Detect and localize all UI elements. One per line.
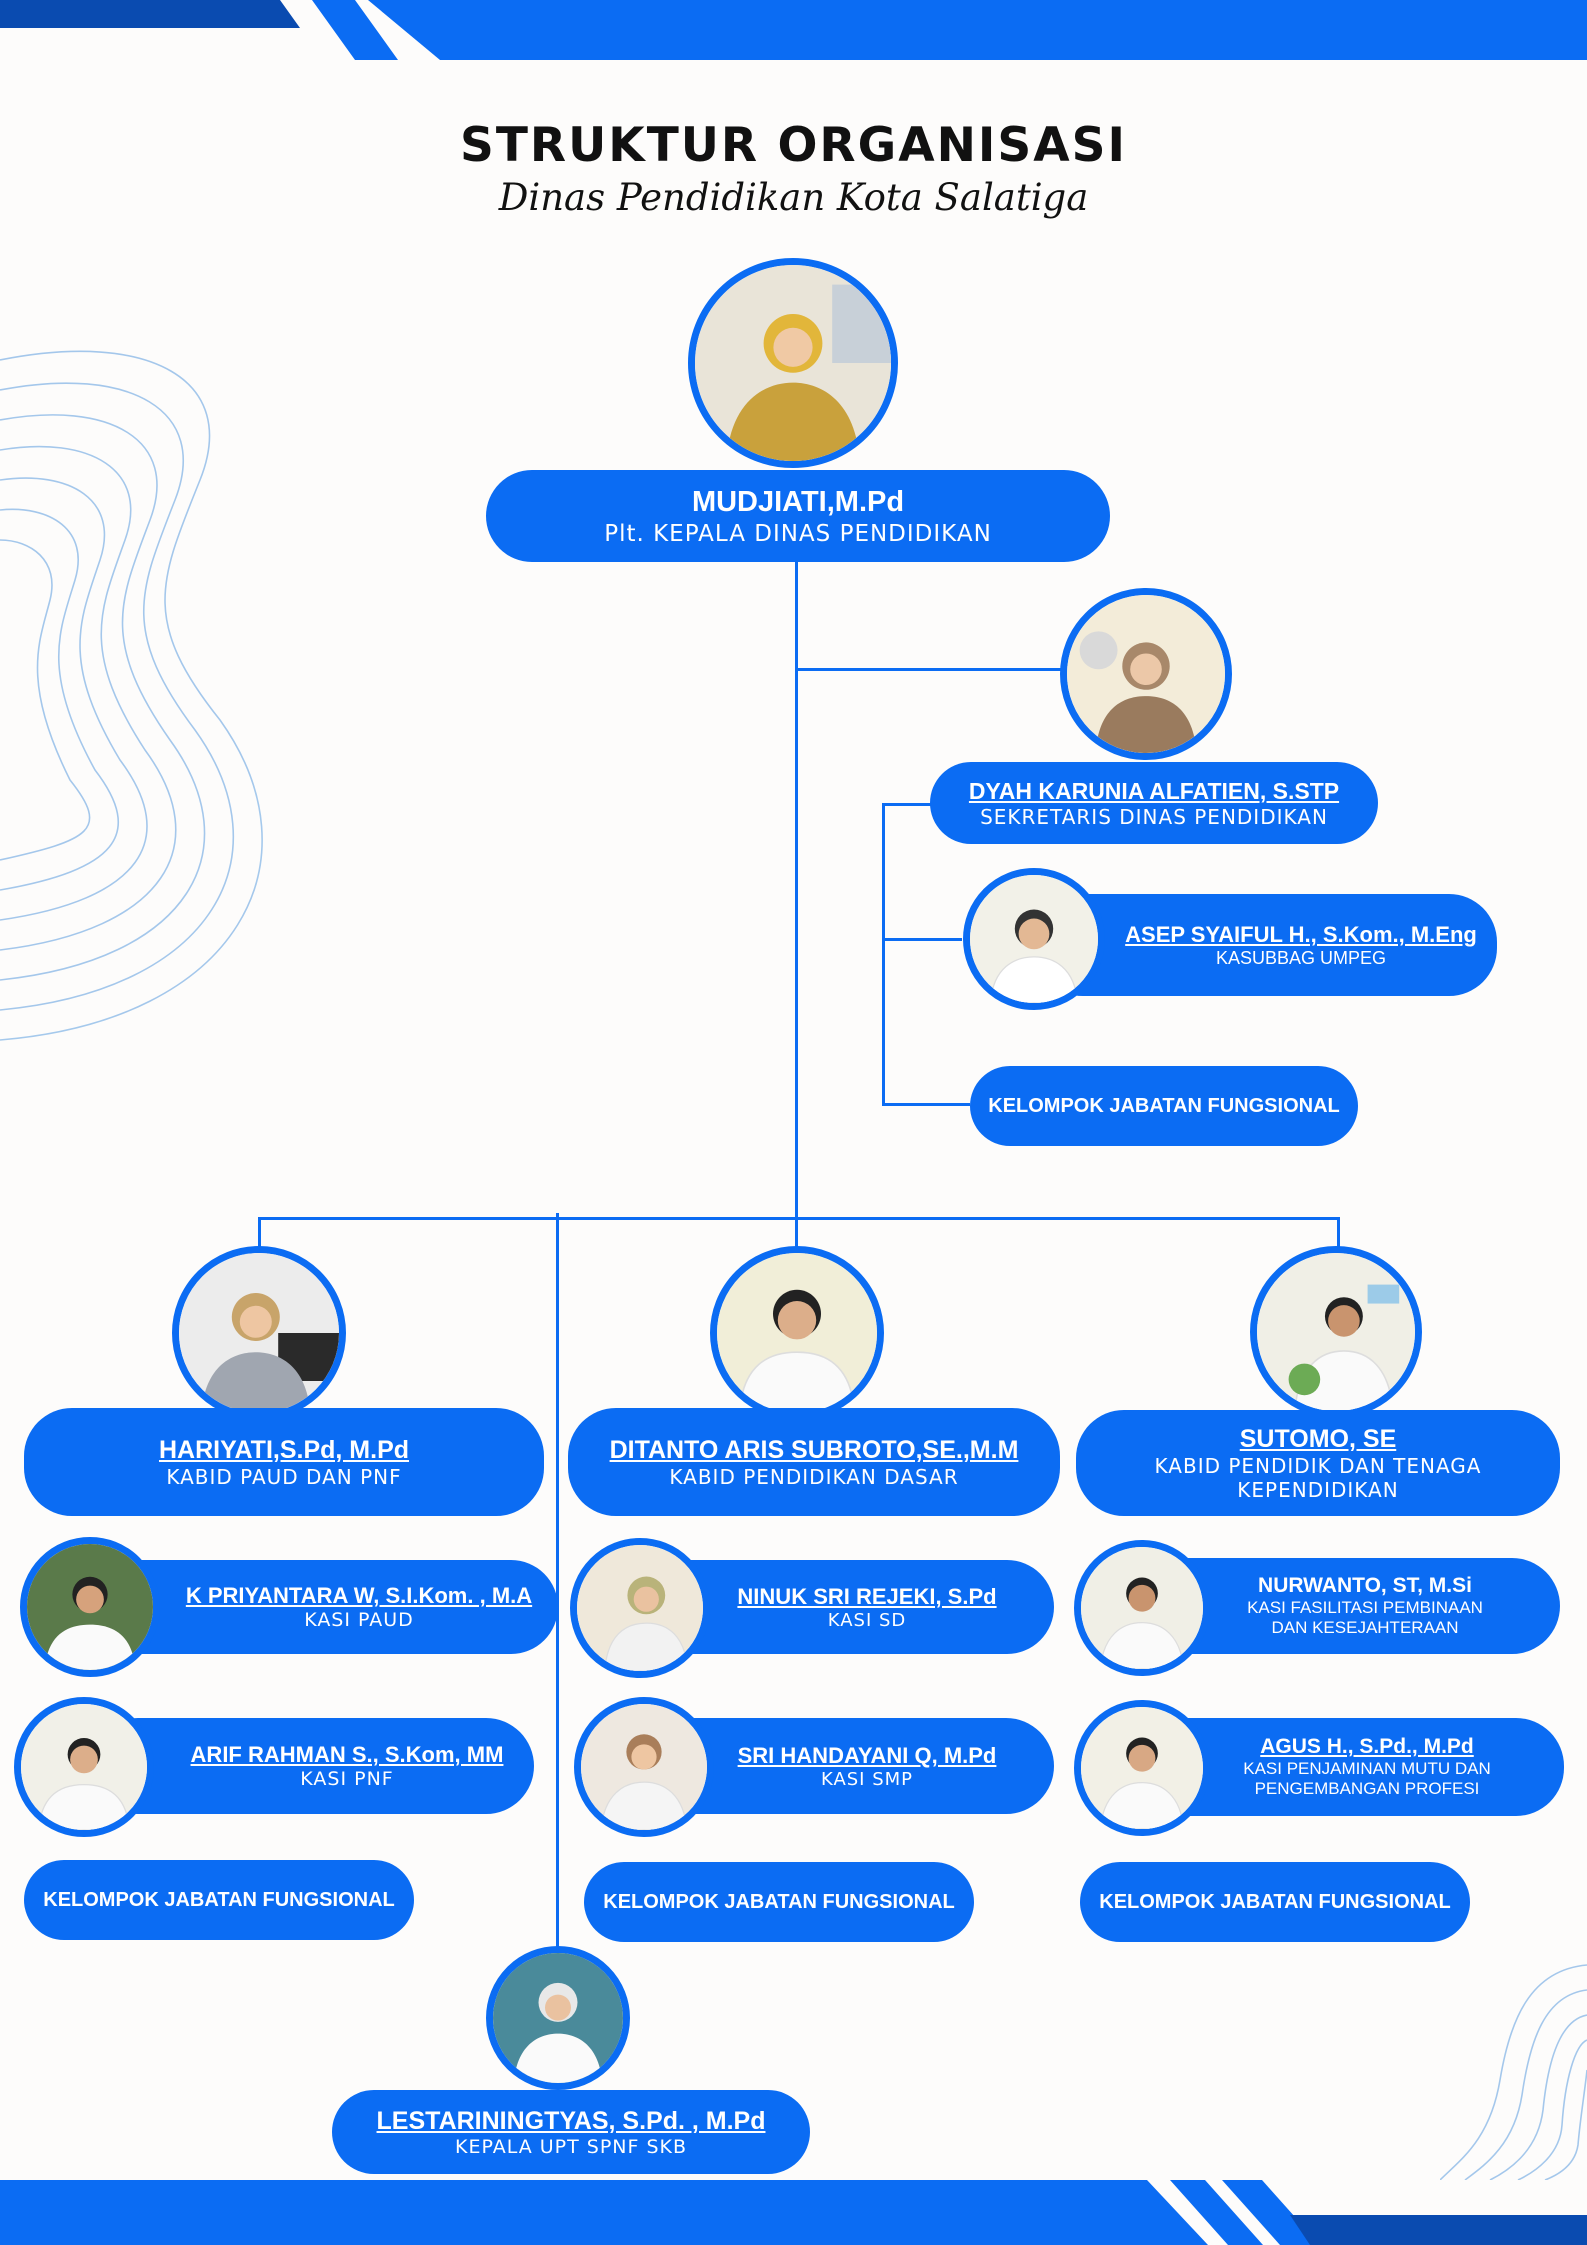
- kasi-pnf-photo: [14, 1697, 154, 1837]
- page-title: STRUKTUR ORGANISASI: [460, 118, 1127, 173]
- kabid-dikdas-name: DITANTO ARIS SUBROTO,SE.,M.M: [609, 1435, 1019, 1464]
- fungsional-sekretariat-card: KELOMPOK JABATAN FUNGSIONAL: [970, 1066, 1358, 1146]
- sekretaris-role: SEKRETARIS DINAS PENDIDIKAN: [980, 804, 1328, 829]
- kabid-paud-role: KABID PAUD DAN PNF: [166, 1464, 402, 1489]
- bottom-banner: [0, 2180, 1587, 2245]
- kasi-pnf-role: KASI PNF: [300, 1768, 394, 1790]
- person-photo-icon: [1081, 1547, 1203, 1669]
- kasubbag-photo: [963, 868, 1105, 1010]
- connector-sekretaris-horizontal: [795, 668, 1065, 671]
- fungsional-right-card: KELOMPOK JABATAN FUNGSIONAL: [1080, 1862, 1470, 1942]
- kasi-paud-card: K PRIYANTARA W, S.I.Kom. , M.A KASI PAUD: [90, 1560, 558, 1654]
- connector-kabid-left-drop: [258, 1217, 261, 1250]
- kasi-sd-name: NINUK SRI REJEKI, S.Pd: [737, 1583, 997, 1609]
- upt-name: LESTARININGTYAS, S.Pd. , M.Pd: [376, 2106, 766, 2135]
- fungsional-right-label: KELOMPOK JABATAN FUNGSIONAL: [1099, 1890, 1451, 1913]
- kasubbag-role: KASUBBAG UMPEG: [1215, 947, 1387, 968]
- person-photo-icon: [179, 1253, 339, 1413]
- top-banner: [0, 0, 1587, 60]
- person-photo-icon: [581, 1704, 707, 1830]
- kepala-role: Plt. KEPALA DINAS PENDIDIKAN: [604, 520, 992, 547]
- person-photo-icon: [1081, 1707, 1203, 1829]
- kasi-fasilitasi-card: NURWANTO, ST, M.Si KASI FASILITASI PEMBI…: [1140, 1558, 1560, 1654]
- kasi-penjaminan-role-line1: KASI PENJAMINAN MUTU DAN: [1243, 1759, 1491, 1778]
- person-photo-icon: [1067, 595, 1225, 753]
- kasi-penjaminan-role-line2: PENGEMBANGAN PROFESI: [1254, 1779, 1480, 1798]
- upt-card: LESTARININGTYAS, S.Pd. , M.Pd KEPALA UPT…: [332, 2090, 810, 2174]
- fungsional-center-label: KELOMPOK JABATAN FUNGSIONAL: [603, 1890, 955, 1913]
- kasi-fasilitasi-photo: [1074, 1540, 1210, 1676]
- person-photo-icon: [717, 1253, 877, 1413]
- connector-kabid-right-drop: [1337, 1217, 1340, 1250]
- kasi-smp-name: SRI HANDAYANI Q, M.Pd: [737, 1742, 997, 1768]
- person-photo-icon: [695, 265, 891, 461]
- upt-role: KEPALA UPT SPNF SKB: [454, 2135, 688, 2158]
- kabid-ptk-role-line2: KEPENDIDIKAN: [1237, 1477, 1399, 1502]
- kasi-fasilitasi-role-line1: KASI FASILITASI PEMBINAAN: [1247, 1598, 1483, 1617]
- person-photo-icon: [493, 1953, 623, 2083]
- kasi-penjaminan-photo: [1074, 1700, 1210, 1836]
- kepala-card: MUDJIATI,M.Pd Plt. KEPALA DINAS PENDIDIK…: [486, 470, 1110, 562]
- sekretaris-card: DYAH KARUNIA ALFATIEN, S.STP SEKRETARIS …: [930, 762, 1378, 844]
- fungsional-center-card: KELOMPOK JABATAN FUNGSIONAL: [584, 1862, 974, 1942]
- kasubbag-card: ASEP SYAIFUL H., S.Kom., M.Eng KASUBBAG …: [1035, 894, 1497, 996]
- kepala-name: MUDJIATI,M.Pd: [691, 485, 905, 518]
- fungsional-left-card: KELOMPOK JABATAN FUNGSIONAL: [24, 1860, 414, 1940]
- sekretaris-name: DYAH KARUNIA ALFATIEN, S.STP: [968, 777, 1340, 804]
- kasi-fasilitasi-role-line2: DAN KESEJAHTERAAN: [1271, 1618, 1459, 1637]
- connector-kabid-horizontal: [258, 1217, 1340, 1220]
- person-photo-icon: [577, 1545, 703, 1671]
- kasi-penjaminan-name: AGUS H., S.Pd., M.Pd: [1260, 1735, 1474, 1758]
- kasi-pnf-card: ARIF RAHMAN S., S.Kom, MM KASI PNF: [90, 1718, 534, 1814]
- connector-kasubbag-branch: [882, 938, 962, 941]
- connector-upt-vertical: [556, 1213, 559, 1953]
- sekretaris-photo: [1060, 588, 1232, 760]
- kasubbag-name: ASEP SYAIFUL H., S.Kom., M.Eng: [1125, 921, 1477, 947]
- kabid-ptk-card: SUTOMO, SE KABID PENDIDIK DAN TENAGA KEP…: [1076, 1410, 1560, 1516]
- person-photo-icon: [1257, 1253, 1415, 1411]
- kabid-paud-name: HARIYATI,S.Pd, M.Pd: [158, 1435, 410, 1464]
- kasi-sd-photo: [570, 1538, 710, 1678]
- kabid-ptk-photo: [1250, 1246, 1422, 1418]
- fungsional-sekretariat-label: KELOMPOK JABATAN FUNGSIONAL: [988, 1094, 1340, 1117]
- contour-decoration-left: [0, 350, 263, 1041]
- person-photo-icon: [21, 1704, 147, 1830]
- kasi-paud-name: K PRIYANTARA W, S.I.Kom. , M.A: [185, 1583, 533, 1608]
- upt-photo: [486, 1946, 630, 2090]
- kabid-dikdas-card: DITANTO ARIS SUBROTO,SE.,M.M KABID PENDI…: [568, 1408, 1060, 1516]
- kasi-penjaminan-card: AGUS H., S.Pd., M.Pd KASI PENJAMINAN MUT…: [1140, 1718, 1564, 1816]
- connector-sekretaris-branch: [882, 803, 932, 806]
- connector-main-vertical: [795, 560, 798, 1218]
- kasi-paud-photo: [20, 1537, 160, 1677]
- kasi-fasilitasi-name: NURWANTO, ST, M.Si: [1258, 1574, 1472, 1597]
- person-photo-icon: [970, 875, 1098, 1003]
- kasi-pnf-name: ARIF RAHMAN S., S.Kom, MM: [190, 1742, 504, 1767]
- page-subtitle: Dinas Pendidikan Kota Salatiga: [498, 176, 1089, 219]
- connector-fungsional-branch: [882, 1103, 970, 1106]
- kabid-ptk-name: SUTOMO, SE: [1239, 1424, 1397, 1453]
- person-photo-icon: [27, 1544, 153, 1670]
- kasi-smp-role: KASI SMP: [820, 1768, 914, 1790]
- contour-decoration-right: [1440, 1964, 1587, 2180]
- kabid-paud-card: HARIYATI,S.Pd, M.Pd KABID PAUD DAN PNF: [24, 1408, 544, 1516]
- fungsional-left-label: KELOMPOK JABATAN FUNGSIONAL: [43, 1888, 395, 1911]
- kasi-paud-role: KASI PAUD: [304, 1609, 414, 1631]
- kabid-ptk-role-line1: KABID PENDIDIK DAN TENAGA: [1154, 1453, 1482, 1478]
- kabid-paud-photo: [172, 1246, 346, 1420]
- kasi-smp-photo: [574, 1697, 714, 1837]
- connector-kabid-center-drop: [795, 1217, 798, 1250]
- kepala-photo: [688, 258, 898, 468]
- kasi-sd-role: KASI SD: [827, 1609, 907, 1631]
- kabid-dikdas-role: KABID PENDIDIKAN DASAR: [669, 1464, 959, 1489]
- connector-staff-vertical: [882, 803, 885, 1105]
- kabid-dikdas-photo: [710, 1246, 884, 1420]
